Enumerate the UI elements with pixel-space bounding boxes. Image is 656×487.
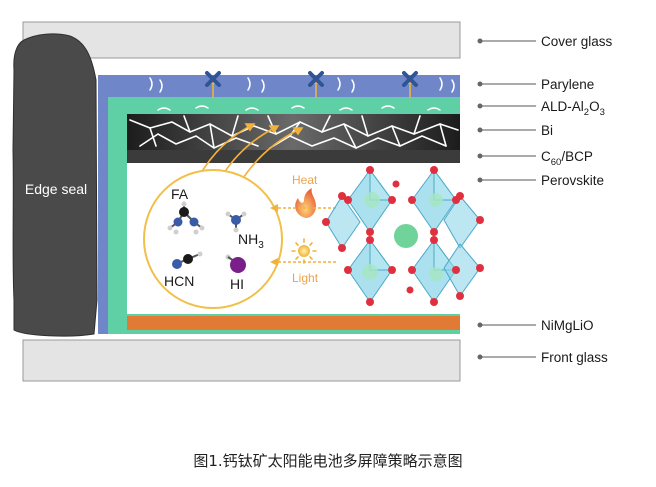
light-label: Light [292,271,319,285]
a-site-cations [362,192,443,281]
front-glass-layer [22,339,461,382]
nh3-molecule-icon [225,211,247,233]
fa-molecule-icon [167,201,205,235]
sun-icon [291,238,317,264]
figure-caption: 图1.钙钛矿太阳能电池多屏障策略示意图 [193,452,463,470]
callout-dots [477,38,483,360]
nh3-label: NH3 [238,231,264,251]
label-ald: ALD-Al2O3 [541,99,605,118]
light-arrowhead [270,258,278,266]
label-bi: Bi [541,123,553,138]
c60-bcp-layer [127,150,460,163]
ald-marks [157,105,441,111]
callouts [480,40,536,358]
fa-label: FA [171,186,189,202]
label-cover-glass: Cover glass [541,34,613,49]
blocked-diffusion [205,71,418,98]
degradation-products-circle [143,169,283,309]
block-cross-icon [205,71,418,87]
heat-arrowhead [270,204,278,212]
cover-glass-layer [22,21,461,59]
bi-cracks [129,115,459,149]
label-front-glass: Front glass [541,350,608,365]
hi-molecule-icon [225,254,246,273]
parylene-marks [149,77,455,93]
edge-seal-label: Edge seal [25,181,87,197]
hi-label: HI [230,276,244,292]
edge-seal [12,33,98,337]
heat-label: Heat [292,173,318,187]
label-parylene: Parylene [541,77,594,92]
flame-icon [295,188,316,218]
label-c60-bcp: C60/BCP [541,149,593,168]
hcn-label: HCN [164,273,194,289]
label-nimglio: NiMgLiO [541,318,594,333]
hcn-molecule-icon [172,251,203,269]
label-perovskite: Perovskite [541,173,604,188]
x-site-atoms [322,166,484,306]
nimglio-layer [127,316,460,330]
